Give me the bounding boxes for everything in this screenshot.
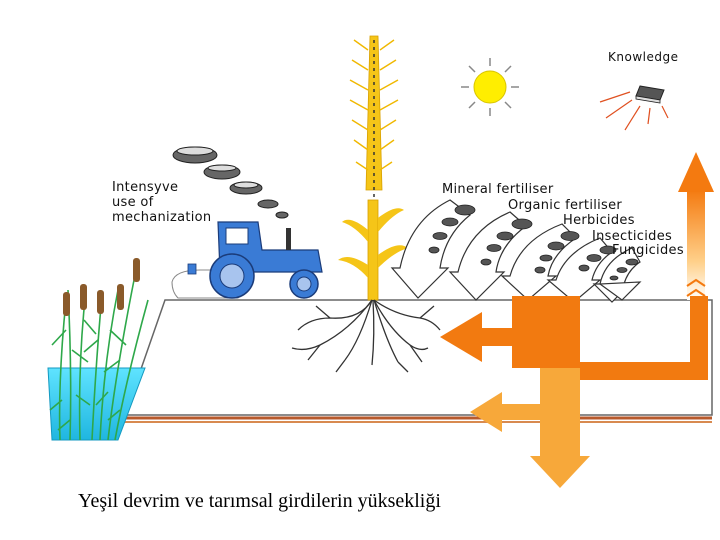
mechanization-label-line1: Intensyve xyxy=(112,180,179,195)
herbicides-label: Herbicides xyxy=(563,213,635,228)
spray-icon xyxy=(390,199,642,303)
roots-icon xyxy=(291,299,441,373)
figure-caption: Yeşil devrim ve tarımsal girdilerin yüks… xyxy=(78,490,441,512)
book-icon xyxy=(599,85,669,131)
mechanization-label-line3: mechanization xyxy=(112,210,212,225)
insecticides-label: Insecticides xyxy=(592,229,673,244)
reeds-icon xyxy=(47,258,149,441)
fungicides-label: Fungicides xyxy=(612,243,684,258)
organic-fertiliser-label: Organic fertiliser xyxy=(508,198,623,213)
mineral-fertiliser-label: Mineral fertiliser xyxy=(442,182,554,197)
wheat-icon xyxy=(338,35,408,301)
exhaust-smoke-icon xyxy=(172,146,289,219)
sun-icon xyxy=(461,58,519,116)
knowledge-label: Knowledge xyxy=(608,50,679,64)
flow-arrows xyxy=(440,296,708,488)
mechanization-label-line2: use of xyxy=(112,195,154,210)
tractor-icon xyxy=(171,221,323,299)
knowledge-arrow xyxy=(678,152,714,300)
